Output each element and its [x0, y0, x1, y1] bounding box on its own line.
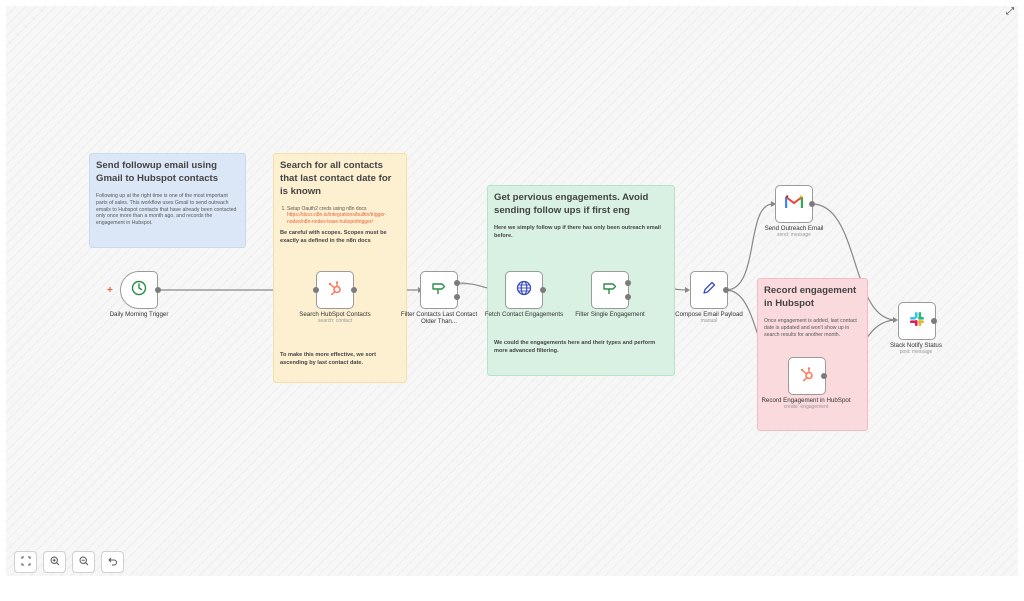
scopes-warning: Be careful with scopes. Scopes must be e…	[280, 230, 387, 244]
hubspot-icon	[799, 366, 815, 387]
output-false-handle[interactable]	[625, 294, 631, 300]
signpost-icon	[431, 280, 447, 301]
add-trigger-icon[interactable]: +	[107, 285, 113, 296]
output-handle[interactable]	[540, 287, 546, 293]
output-false-handle[interactable]	[454, 294, 460, 300]
output-true-handle[interactable]	[454, 280, 460, 286]
output-handle[interactable]	[821, 373, 827, 379]
sticky-body: Here we simply follow up if there has on…	[494, 225, 661, 239]
zoom-in-icon	[49, 553, 60, 571]
node-label: Daily Morning Trigger	[109, 311, 169, 318]
node-label: Filter Single Engagement	[575, 311, 645, 318]
node-daily-morning-trigger[interactable]	[120, 271, 158, 309]
sticky-note-intro[interactable]: Send followup email using Gmail to Hubsp…	[89, 153, 246, 248]
node-record-engagement-hubspot[interactable]	[788, 357, 826, 395]
slack-icon	[909, 311, 925, 332]
sticky-title: Get pervious engagements. Avoid sending …	[494, 192, 649, 216]
node-send-outreach-email[interactable]	[775, 185, 813, 223]
docs-link[interactable]: https://docs.n8n.io/integrations/builtin…	[287, 212, 387, 225]
reset-zoom-button[interactable]	[101, 551, 124, 573]
sticky-body: Following up at the right time is one of…	[96, 193, 237, 227]
setup-step-1: Setup Oauth2 creds using n8n docshttps:/…	[287, 206, 400, 225]
hubspot-icon	[327, 280, 343, 301]
globe-icon	[516, 280, 532, 301]
expand-icon[interactable]: ⤢	[1006, 6, 1014, 17]
sticky-note-record[interactable]: Record engagement in Hubspot Once engage…	[757, 278, 868, 431]
sticky-footer: To make this more effective, we sort asc…	[280, 352, 376, 366]
node-filter-single-engagement[interactable]	[591, 271, 629, 309]
setup-steps: Setup Oauth2 creds using n8n docshttps:/…	[287, 206, 400, 225]
sticky-footer: We could the engagements here and their …	[494, 340, 656, 354]
node-filter-contacts-last-contact[interactable]	[420, 271, 458, 309]
output-true-handle[interactable]	[625, 280, 631, 286]
sticky-title: Send followup email using Gmail to Hubsp…	[96, 160, 219, 184]
zoom-out-button[interactable]	[72, 551, 95, 573]
output-handle[interactable]	[931, 318, 937, 324]
pencil-icon	[701, 280, 717, 301]
output-handle[interactable]	[723, 287, 729, 293]
node-label: Filter Contacts Last Contact Older Than.…	[400, 311, 478, 326]
signpost-icon	[602, 280, 618, 301]
sticky-title: Record engagement in Hubspot	[764, 285, 857, 309]
fit-view-button[interactable]	[14, 551, 37, 573]
output-handle[interactable]	[351, 287, 357, 293]
zoom-in-button[interactable]	[43, 551, 66, 573]
fit-view-icon	[21, 553, 31, 571]
zoom-out-icon	[78, 553, 89, 571]
node-search-hubspot-contacts[interactable]	[316, 271, 354, 309]
output-handle[interactable]	[155, 287, 161, 293]
gmail-icon	[784, 194, 804, 214]
input-handle[interactable]	[313, 287, 319, 293]
output-handle[interactable]	[809, 201, 815, 207]
sticky-body: Once engagement is added, last contact d…	[764, 318, 857, 338]
undo-icon	[107, 553, 118, 571]
sticky-note-search[interactable]: Search for all contacts that last contac…	[273, 153, 407, 383]
node-fetch-contact-engagements[interactable]	[505, 271, 543, 309]
clock-icon	[131, 280, 147, 301]
node-label: Fetch Contact Engagements	[484, 311, 564, 318]
sticky-title: Search for all contacts that last contac…	[280, 160, 392, 197]
